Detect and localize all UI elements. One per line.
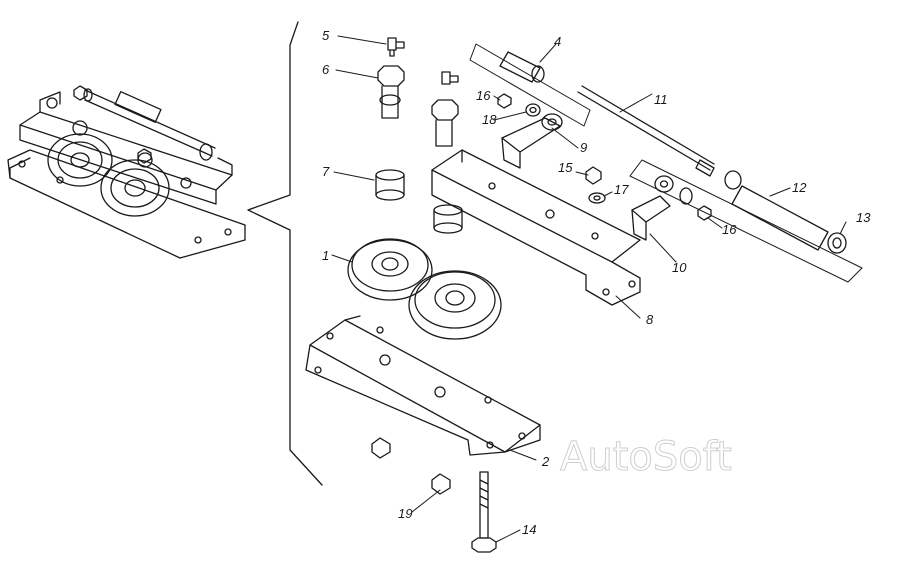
callout-19: 19: [398, 506, 412, 521]
callout-14: 14: [522, 522, 536, 537]
callout-5: 5: [322, 28, 330, 43]
callout-18: 18: [482, 112, 497, 127]
callout-15: 15: [558, 160, 573, 175]
part-5-fitting: [387, 37, 405, 57]
part-17-washer: [588, 192, 606, 204]
leader-lines: [331, 35, 847, 543]
group-bracket: [247, 21, 323, 486]
part-1-pulleys: [347, 238, 502, 340]
callout-labels: 5 6 7 1 2 4 16 18 9 15 17 8 11 12 13 10 …: [322, 28, 871, 537]
callout-6: 6: [322, 62, 330, 77]
part-6-fitting-lower: [431, 71, 459, 147]
callout-8: 8: [646, 312, 654, 327]
part-18-washer: [525, 103, 541, 117]
callout-7: 7: [322, 164, 330, 179]
callout-16-lower: 16: [722, 222, 737, 237]
callout-13: 13: [856, 210, 871, 225]
callout-9: 9: [580, 140, 587, 155]
part-4-sleeve: [469, 43, 591, 127]
part-10-clevis: [631, 175, 674, 241]
part-11-rod: [577, 85, 715, 177]
assembled-unit: [7, 85, 246, 259]
callout-2: 2: [541, 454, 550, 469]
part-19-nuts: [371, 437, 451, 495]
part-12-tube: [629, 159, 863, 283]
part-6-banjo-bolt: [377, 65, 405, 119]
part-2-base-plate: [305, 315, 541, 456]
part-16-nut-lower: [679, 187, 712, 221]
part-13-bushing: [827, 232, 847, 254]
watermark-text: AutoSoft: [560, 434, 732, 480]
part-9-clevis: [501, 113, 563, 169]
part-7-bushing: [375, 169, 463, 234]
callout-12: 12: [792, 180, 807, 195]
callout-1: 1: [322, 248, 329, 263]
part-14-bolt: [471, 471, 497, 553]
callout-17: 17: [614, 182, 629, 197]
part-8-bracket: [431, 149, 641, 306]
part-15-nut: [585, 166, 602, 185]
callout-11: 11: [654, 92, 668, 107]
callout-10: 10: [672, 260, 687, 275]
callout-4: 4: [554, 34, 561, 49]
callout-16-upper: 16: [476, 88, 491, 103]
part-16-nut: [497, 93, 512, 109]
